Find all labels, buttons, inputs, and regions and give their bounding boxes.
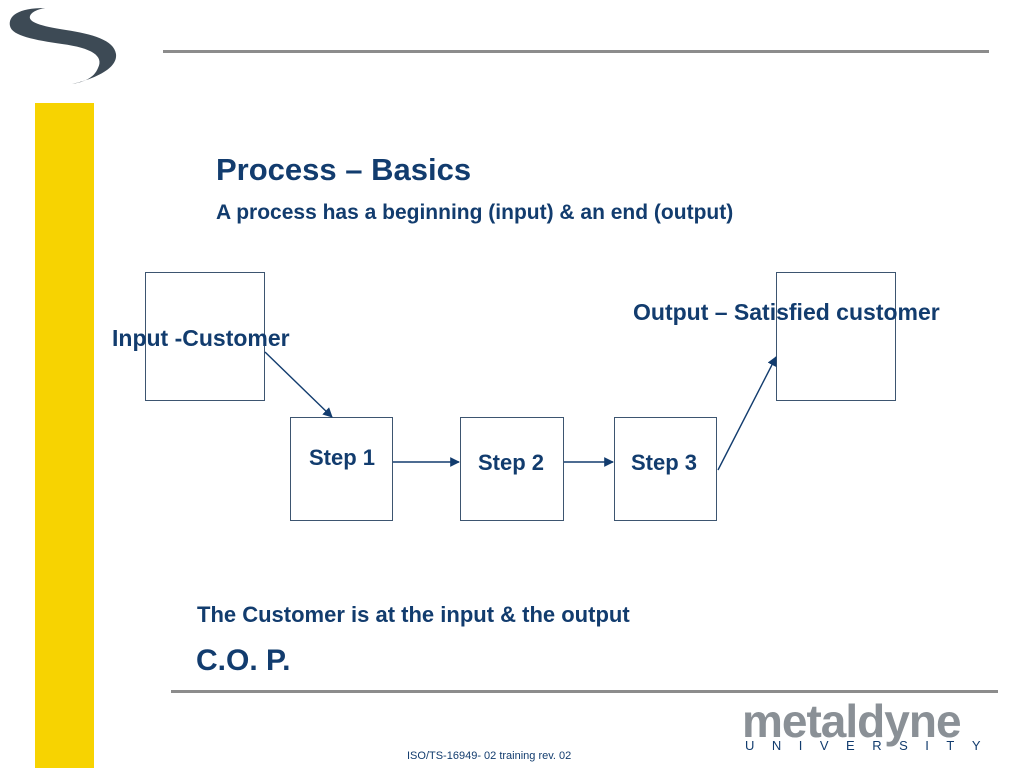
corner-logo-icon (9, 8, 117, 84)
step-1-label: Step 1 (309, 445, 376, 470)
brand-subtitle: UNIVERSITY (745, 738, 999, 753)
brand-logo-text: metaldyne (742, 695, 962, 747)
input-label: Input -Customer (112, 325, 290, 351)
cop-acronym: C.O. P. (196, 644, 291, 677)
input-box (145, 272, 265, 401)
page-subtitle: A process has a beginning (input) & an e… (216, 201, 734, 224)
arrow-input-to-step1 (264, 351, 333, 418)
step-3-label: Step 3 (631, 450, 698, 475)
step-3-box (614, 417, 717, 521)
step-1-box (290, 417, 393, 521)
step-2-box (460, 417, 564, 521)
arrow-step3-to-output (717, 356, 777, 471)
revision-note: ISO/TS-16949- 02 training rev. 02 (407, 750, 572, 762)
accent-bar (35, 103, 94, 768)
output-label: Output – Satisfied customer (633, 299, 940, 325)
bottom-divider (171, 690, 998, 693)
top-divider (163, 50, 989, 53)
output-box (776, 272, 896, 401)
step-2-label: Step 2 (478, 450, 545, 475)
page-title: Process – Basics (216, 152, 472, 187)
customer-note: The Customer is at the input & the outpu… (197, 602, 630, 627)
